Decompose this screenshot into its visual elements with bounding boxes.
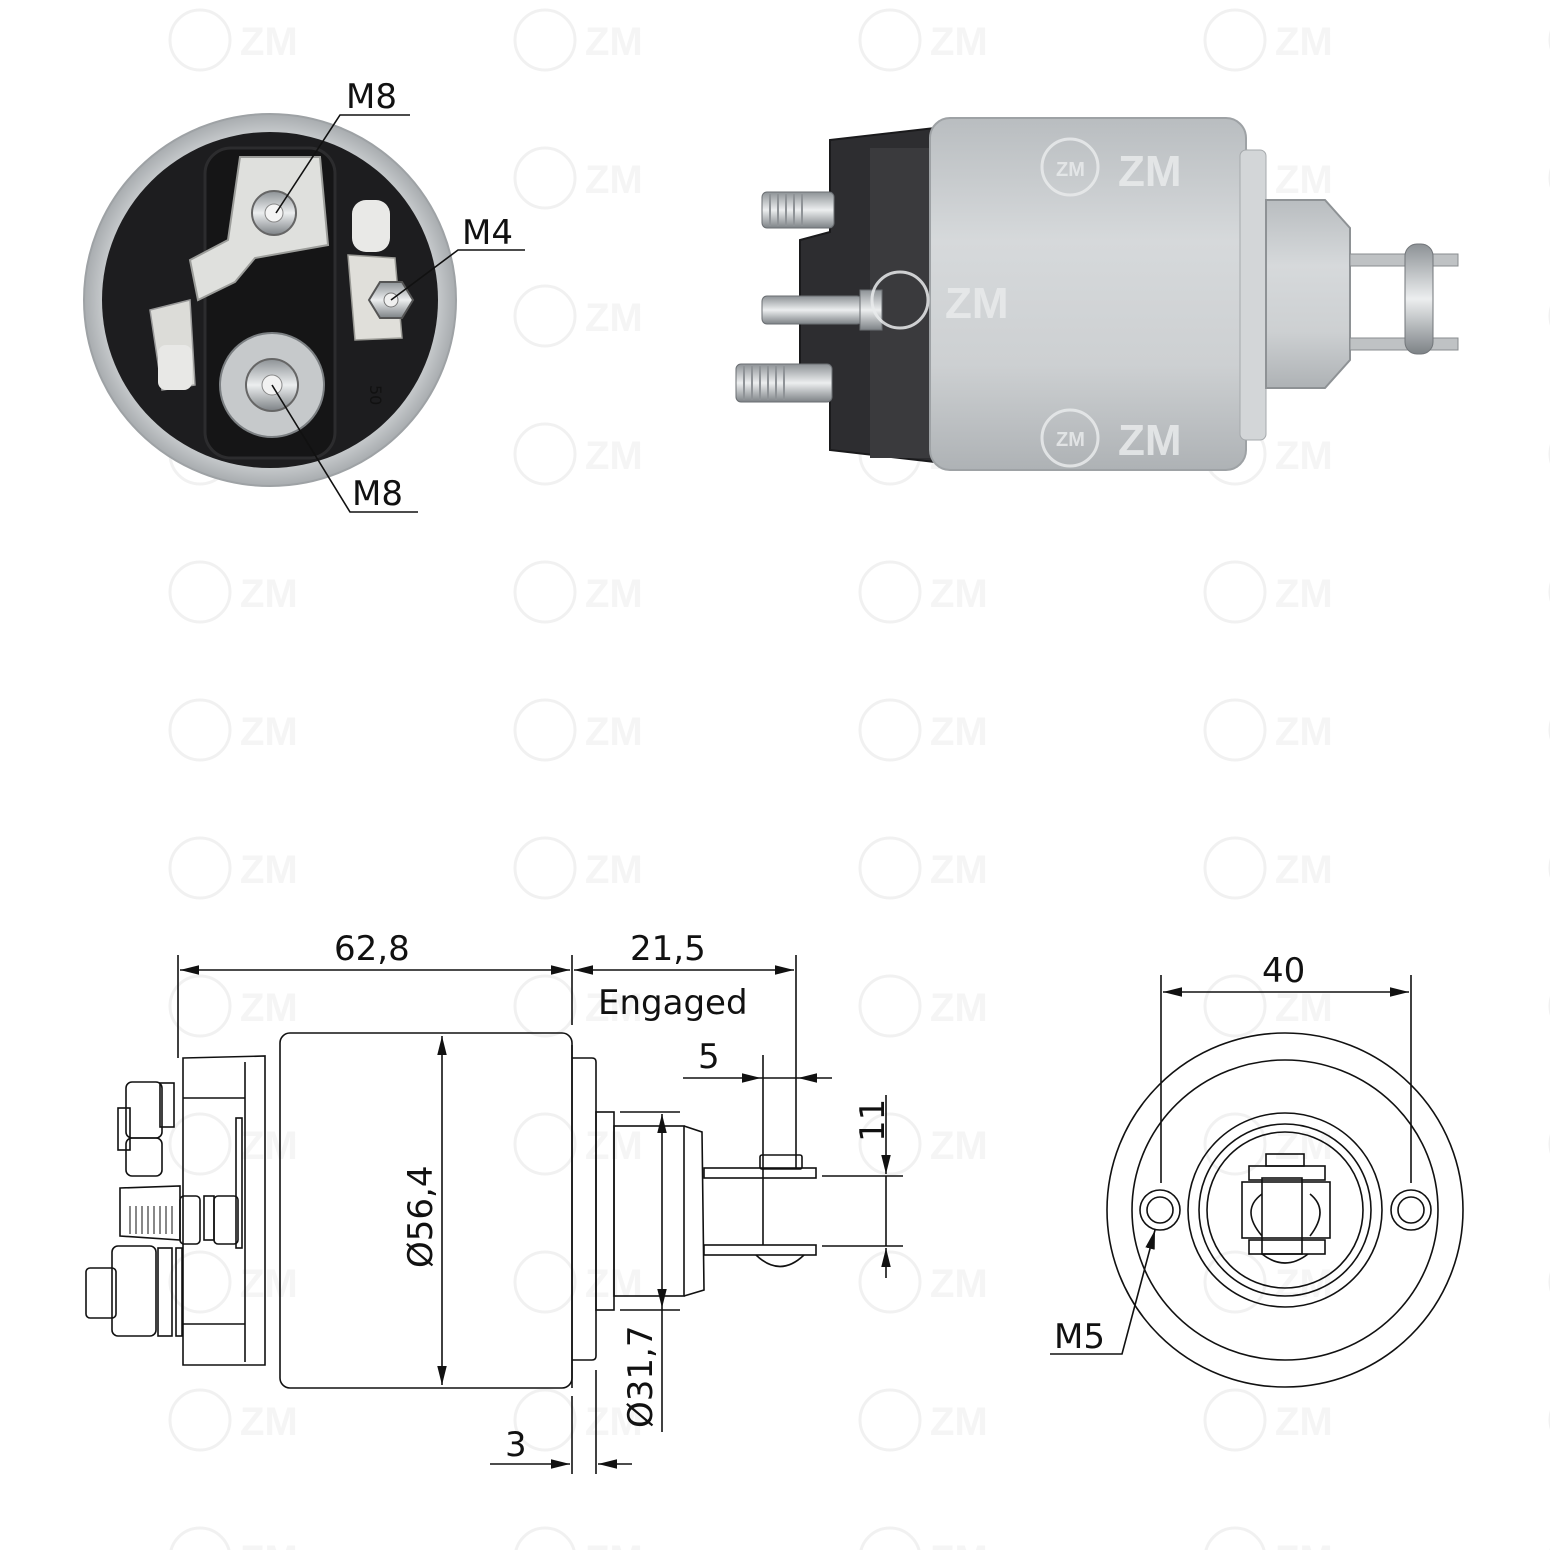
- label-terminal-m8-top: M8: [346, 77, 397, 117]
- dim-fork-gap: 11: [853, 1099, 893, 1142]
- drawing-side-view: [85, 955, 903, 1474]
- dim-body-diameter: Ø56,4: [401, 1166, 441, 1268]
- svg-text:ZM: ZM: [1118, 416, 1182, 465]
- svg-text:ZM: ZM: [1056, 159, 1085, 181]
- dim-body-length: 62,8: [334, 929, 410, 969]
- photo-front-view: 50 M8 M4 M8: [83, 77, 525, 514]
- dim-flange: 3: [505, 1425, 527, 1465]
- label-terminal-m4: M4: [462, 213, 513, 253]
- drawing-side-labels: 62,8 21,5 Engaged 5 11 Ø56,4 Ø31,7 3: [334, 929, 893, 1465]
- label-terminal-m8-bottom: M8: [352, 474, 403, 514]
- brand-logo: ZM ZM ZM ZM ZM: [870, 137, 1182, 468]
- dim-mount-thread: M5: [1054, 1317, 1105, 1357]
- dim-stroke-length: 21,5: [630, 929, 706, 969]
- drawing-end-labels: 40 M5: [1054, 951, 1305, 1357]
- cap-marking: 50: [366, 385, 385, 405]
- drawing-end-view: [1050, 975, 1464, 1388]
- svg-text:ZM: ZM: [1056, 429, 1085, 451]
- dim-stroke-note: Engaged: [598, 983, 748, 1023]
- svg-text:ZM: ZM: [945, 279, 1009, 328]
- dim-nose-diameter: Ø31,7: [621, 1326, 661, 1428]
- dim-fork-width: 5: [698, 1037, 720, 1077]
- photo-side-view: ZM ZM ZM ZM ZM: [735, 117, 1459, 471]
- brand-logo-text: ZM: [1118, 147, 1182, 196]
- dim-hole-spacing: 40: [1262, 951, 1305, 991]
